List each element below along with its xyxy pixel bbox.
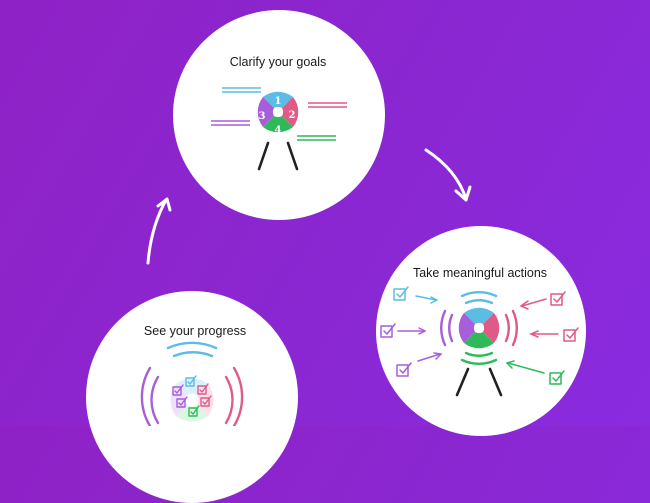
arrow-goals-to-actions-icon bbox=[424, 148, 472, 202]
clarify-goals-label: Clarify your goals bbox=[229, 55, 327, 69]
target-number-4: 4 bbox=[275, 125, 282, 136]
meaningful-actions-label: Take meaningful actions bbox=[412, 266, 548, 280]
goals-target-icon: 1 2 3 4 bbox=[257, 91, 299, 171]
goal-cycle-diagram: Clarify your goals Take meaningful actio… bbox=[140, 10, 579, 426]
see-progress-label: See your progress bbox=[143, 324, 247, 338]
clarify-goals-circle bbox=[173, 10, 385, 220]
goal-lines bbox=[211, 87, 347, 141]
target-quadrant-2 bbox=[282, 97, 299, 127]
progress-target-icon bbox=[140, 341, 244, 426]
arrow-progress-to-goals-icon bbox=[146, 197, 172, 265]
target-number-1: 1 bbox=[275, 96, 282, 107]
target-quadrant-4 bbox=[263, 116, 293, 133]
target-number-2: 2 bbox=[289, 110, 296, 121]
action-checkbox-icons bbox=[380, 286, 579, 385]
diagram-graphics: 1 2 3 4 bbox=[140, 87, 579, 426]
action-arrows bbox=[397, 295, 559, 374]
target-number-3: 3 bbox=[259, 111, 266, 122]
target-quadrant-3 bbox=[257, 97, 274, 127]
actions-target-icon bbox=[440, 291, 518, 397]
target-quadrant-1 bbox=[263, 91, 293, 108]
